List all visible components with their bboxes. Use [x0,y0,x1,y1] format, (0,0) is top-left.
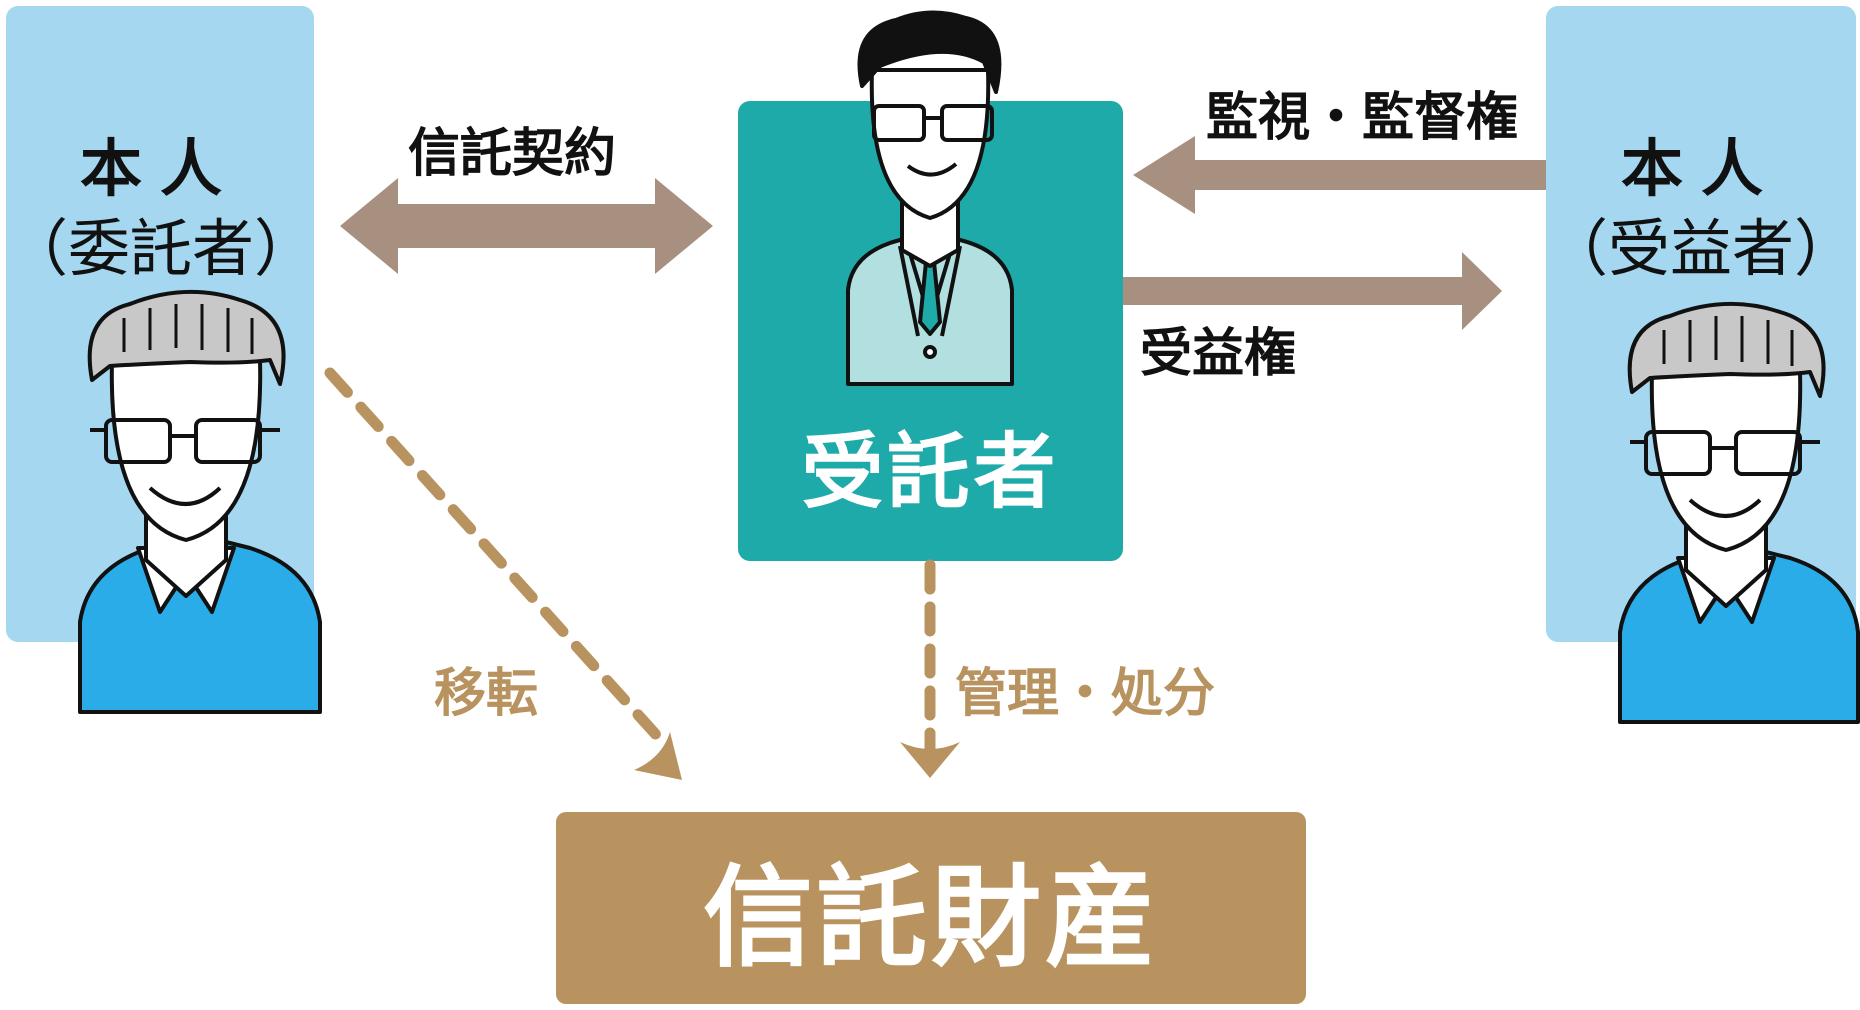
beneficiary-label: 本人 （受益者） [1546,138,1856,280]
transfer-dashed-line [324,367,674,754]
trust-property-box: 信託財産 [556,812,1306,1004]
trust-contract-label: 信託契約 [408,124,617,184]
settlor-role: （委託者） [6,212,317,285]
settlor-name: 本人 [79,132,240,205]
trustee-label: 受託者 [801,425,1060,520]
trust-contract-double-arrow [340,178,713,274]
supervision-rights-label: 監視・監督権 [1206,88,1519,148]
management-disposal-label: 管理・処分 [955,664,1216,724]
settlor-figure [78,289,322,714]
beneficial-interest-arrow [1123,252,1502,330]
trust-property-label: 信託財産 [703,854,1159,982]
management-arrowhead [900,742,960,778]
beneficial-interest-label: 受益権 [1140,324,1297,384]
beneficiary-figure [1618,301,1860,724]
supervision-arrow [1133,136,1546,214]
beneficiary-name: 本人 [1620,132,1781,205]
beneficiary-role: （受益者） [1546,212,1857,285]
transfer-label: 移転 [434,664,539,724]
settlor-label: 本人 （委託者） [6,132,317,285]
transfer-arrowhead [634,732,682,780]
trustee-figure [846,10,1014,386]
